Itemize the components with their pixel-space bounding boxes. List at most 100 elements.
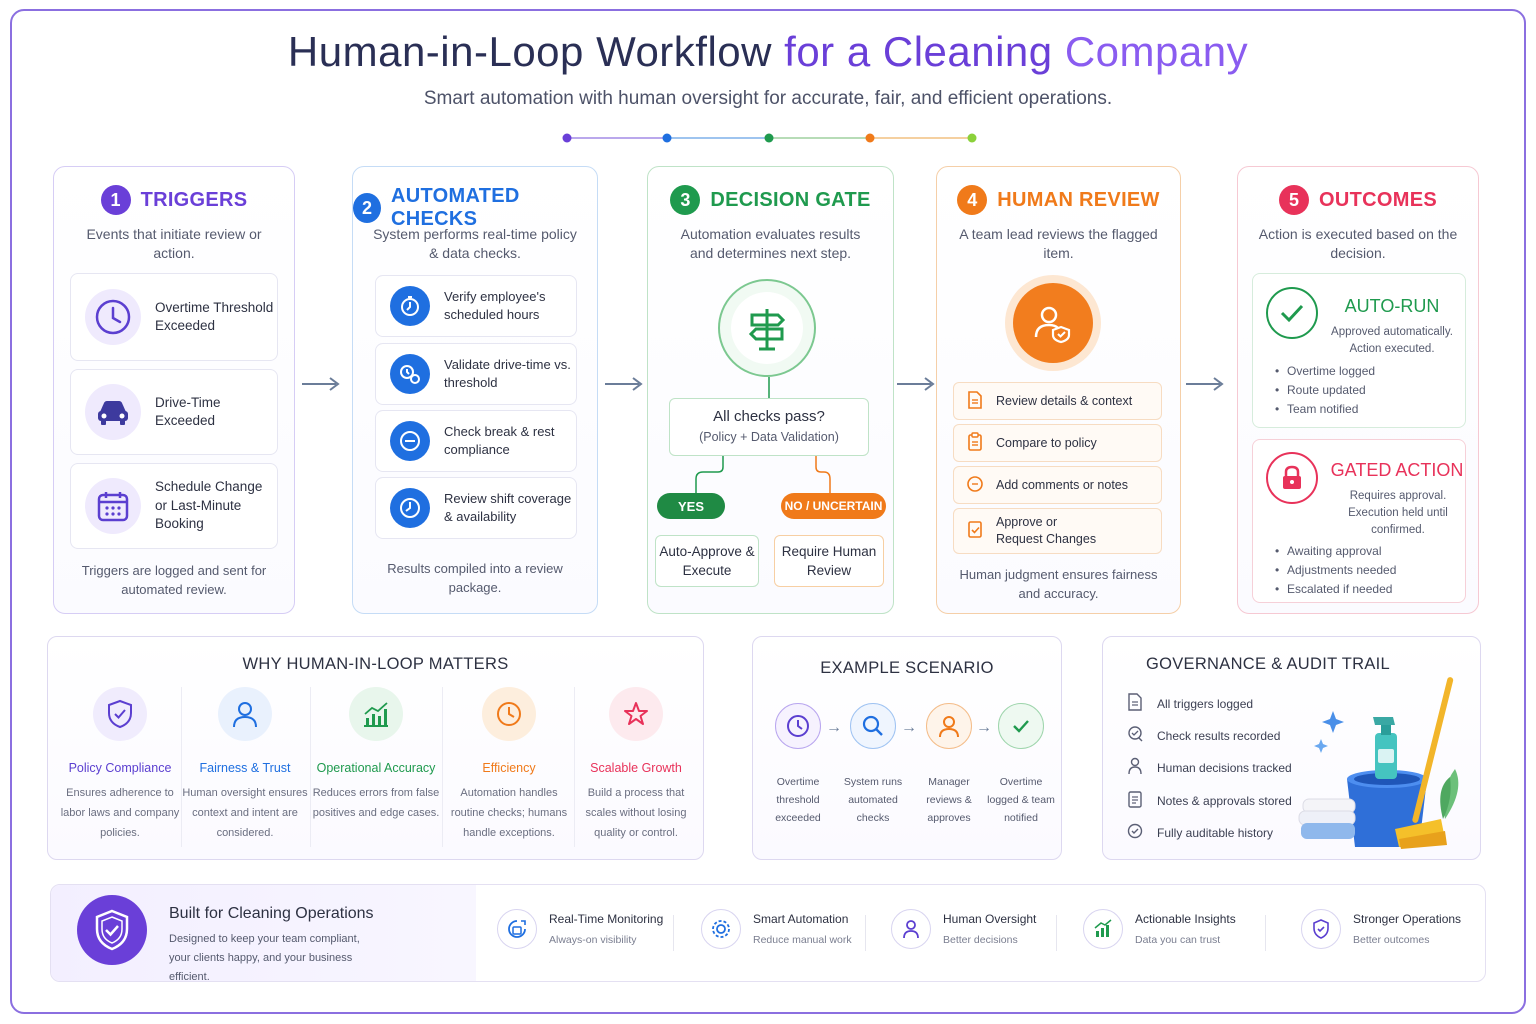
bullet-item: Adjustments needed (1275, 561, 1396, 580)
comment-icon (966, 475, 984, 496)
arrow-right-icon (897, 377, 935, 391)
feature-name: Human Oversight (943, 912, 1037, 926)
check-icon (1266, 287, 1318, 339)
outcomes-description: Action is executed based on the decision… (1258, 226, 1458, 261)
governance-label: Human decisions tracked (1157, 760, 1292, 775)
insights-icon (1083, 909, 1123, 949)
car-icon (85, 384, 141, 440)
break-icon (390, 421, 430, 461)
page-title: Human-in-Loop Workflow for a Cleaning Co… (0, 28, 1536, 76)
shield-check-icon (93, 687, 147, 741)
clock-icon (775, 703, 821, 749)
example-step: Overtime logged & team notified (986, 703, 1056, 827)
checks-footer: Results compiled into a review package. (387, 561, 563, 595)
check-label: Check break & rest compliance (444, 423, 555, 458)
trigger-label: Schedule Change or Last-Minute Booking (155, 479, 263, 532)
step-number-5: 5 (1279, 185, 1310, 215)
arrow-right-icon (605, 377, 643, 391)
example-step-desc: System runs automated checks (843, 776, 903, 824)
trigger-card-schedule-change[interactable]: Schedule Change or Last-Minute Booking (70, 463, 278, 549)
step-number-1: 1 (100, 185, 131, 215)
why-description: Build a process that scales without losi… (585, 787, 687, 839)
example-step-desc: Manager reviews & approves (926, 776, 972, 824)
why-name: Efficiency (482, 761, 536, 775)
review-footer: Human judgment ensures fairness and accu… (959, 567, 1158, 601)
check-card-drive-time[interactable]: Validate drive-time vs. threshold (375, 343, 577, 405)
governance-item: Human decisions tracked (1127, 757, 1292, 778)
gated-action-bullets: Awaiting approval Adjustments needed Esc… (1265, 542, 1396, 599)
feature-sub: Data you can trust (1135, 934, 1221, 946)
review-card-approve[interactable]: Approve or Request Changes (953, 508, 1162, 554)
title-part-1: Human-in-Loop Workflow (287, 28, 772, 75)
feature-name: Smart Automation (753, 912, 849, 926)
bottom-banner: Built for Cleaning Operations Designed t… (50, 884, 1486, 982)
review-card-label: Approve or Request Changes (996, 515, 1097, 546)
example-step: System runs automated checks (838, 703, 908, 827)
triggers-footer: Triggers are logged and sent for automat… (81, 563, 267, 597)
governance-label: All triggers logged (1157, 696, 1254, 711)
step-number-2: 2 (353, 193, 381, 223)
why-item-policy: Policy Compliance Ensures adherence to l… (56, 687, 184, 843)
auto-approve-box: Auto-Approve & Execute (655, 535, 759, 587)
shield-check-icon (1301, 909, 1341, 949)
check-circle-icon (1127, 822, 1143, 843)
why-item-efficiency: Efficiency Automation handles routine ch… (445, 687, 573, 843)
divider (181, 687, 182, 847)
check-card-coverage[interactable]: Review shift coverage & availability (375, 477, 577, 539)
arrow-right-icon: → (826, 719, 842, 736)
route-clock-icon (390, 354, 430, 394)
triggers-column: 1 TRIGGERS Events that initiate review o… (53, 166, 295, 614)
bottom-title: Built for Cleaning Operations (169, 905, 374, 922)
bullet-item: Route updated (1275, 381, 1375, 400)
shield-icon (77, 895, 147, 965)
check-card-hours[interactable]: Verify employee's scheduled hours (375, 275, 577, 337)
review-card-comments[interactable]: Add comments or notes (953, 466, 1162, 504)
review-card-policy[interactable]: Compare to policy (953, 424, 1162, 462)
why-name: Scalable Growth (590, 761, 682, 775)
person-icon (218, 687, 272, 741)
bar-chart-icon (349, 687, 403, 741)
governance-label: Fully auditable history (1157, 825, 1274, 840)
clipboard-icon (966, 431, 984, 455)
human-review-column: 4 HUMAN REVIEW A team lead reviews the f… (936, 166, 1181, 614)
monitor-icon (497, 909, 537, 949)
feature-sub: Always-on visibility (549, 934, 637, 946)
auto-run-title: AUTO-RUN (1344, 296, 1440, 316)
triggers-title: TRIGGERS (140, 188, 248, 211)
example-step-desc: Overtime logged & team notified (987, 776, 1055, 824)
why-panel: WHY HUMAN-IN-LOOP MATTERS Policy Complia… (47, 636, 704, 860)
review-description: A team lead reviews the flagged item. (959, 226, 1158, 261)
review-card-label: Add comments or notes (996, 478, 1129, 492)
why-description: Human oversight ensures context and inte… (182, 787, 308, 839)
gate-description: Automation evaluates results and determi… (680, 226, 861, 261)
example-step: Manager reviews & approves (914, 703, 984, 827)
check-icon (998, 703, 1044, 749)
no-uncertain-badge: NO / UNCERTAIN (781, 493, 886, 519)
outcomes-column: 5 OUTCOMES Action is executed based on t… (1237, 166, 1479, 614)
auto-run-description: Approved automatically. Action executed. (1331, 326, 1453, 355)
auto-run-card: AUTO-RUN Approved automatically. Action … (1252, 273, 1466, 428)
divider (1056, 915, 1057, 951)
review-card-details[interactable]: Review details & context (953, 382, 1162, 420)
person-icon (891, 909, 931, 949)
bottom-description: Designed to keep your team compliant, yo… (169, 933, 360, 982)
why-description: Ensures adherence to labor laws and comp… (60, 787, 180, 839)
review-header: 4 HUMAN REVIEW (937, 185, 1180, 215)
trigger-card-drive-time[interactable]: Drive-Time Exceeded (70, 369, 278, 455)
feature-name: Stronger Operations (1353, 912, 1462, 926)
person-icon (926, 703, 972, 749)
trigger-label: Overtime Threshold Exceeded (155, 299, 274, 334)
feature-sub: Better decisions (943, 934, 1018, 946)
check-label: Validate drive-time vs. threshold (444, 356, 571, 391)
check-label: Verify employee's scheduled hours (444, 288, 546, 323)
check-card-break[interactable]: Check break & rest compliance (375, 410, 577, 472)
bottom-banner-left: Built for Cleaning Operations Designed t… (51, 885, 476, 981)
trigger-card-overtime[interactable]: Overtime Threshold Exceeded (70, 273, 278, 361)
why-name: Fairness & Trust (199, 761, 291, 775)
gear-icon (701, 909, 741, 949)
stopwatch-icon (390, 286, 430, 326)
governance-item: All triggers logged (1127, 693, 1253, 714)
page-frame (10, 9, 1526, 1014)
document-icon (966, 390, 984, 413)
